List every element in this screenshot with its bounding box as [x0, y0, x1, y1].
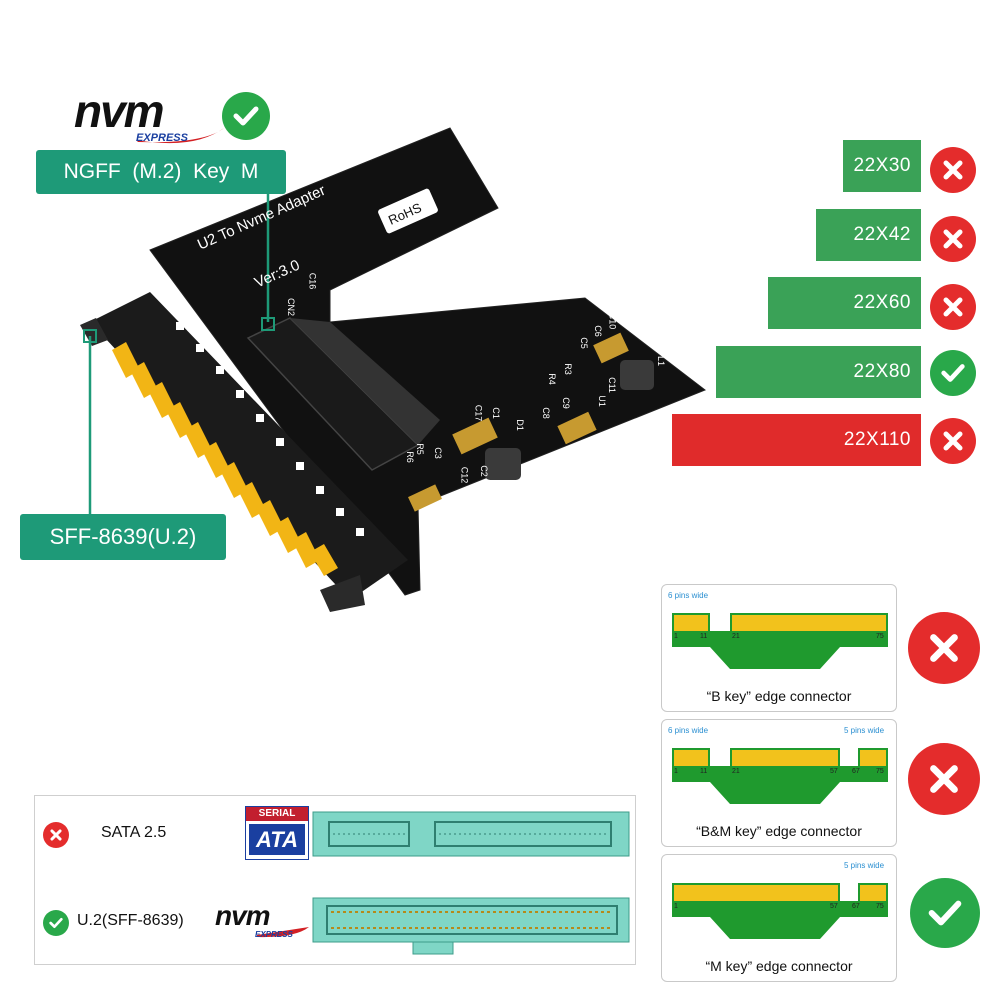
pin-number: 21 — [732, 768, 740, 775]
pin-number: 57 — [830, 768, 838, 775]
nvme-logo-express: EXPRESS — [136, 132, 188, 144]
sff-badge-text: SFF-8639(U.2) — [49, 524, 197, 549]
silk-u1: U1 — [596, 395, 607, 407]
x-icon — [930, 284, 976, 330]
pins-right-label: 5 pins wide — [844, 726, 885, 735]
serial-ata-logo: SERIAL ATA — [245, 806, 309, 860]
pins-left-label: 6 pins wide — [668, 591, 709, 600]
nvme-small-text: nvm — [215, 900, 271, 931]
pin-number: 75 — [876, 633, 884, 640]
size-card-22x60: 22X60 — [768, 277, 921, 329]
nvme-logo-text: nvm — [74, 85, 165, 137]
pin-number: 1 — [674, 903, 678, 910]
x-icon — [908, 612, 980, 684]
nvme-logo: nvm EXPRESS — [74, 88, 224, 148]
silk-r4: R4 — [546, 373, 557, 385]
sata-connector-diagram — [312, 811, 630, 857]
silk-c12: C12 — [459, 466, 470, 484]
size-label: 22X110 — [843, 429, 911, 450]
silk-r6: R6 — [404, 451, 415, 463]
silk-c11: C11 — [606, 377, 617, 393]
silk-l2: L2 — [496, 487, 507, 499]
check-icon — [930, 350, 976, 396]
x-icon — [930, 418, 976, 464]
silk-c2: C2 — [478, 465, 489, 477]
u2-connector-housing — [90, 292, 408, 600]
silk-c3: C3 — [432, 447, 443, 459]
x-icon — [930, 147, 976, 193]
nvme-swoosh-icon — [257, 927, 309, 938]
serial-ata-logo-top: SERIAL — [246, 807, 308, 821]
b-key-panel: 6 pins wide 1 11 21 75 “B key” edge conn… — [661, 584, 897, 712]
pin-number: 11 — [700, 768, 708, 775]
m-key-panel: 5 pins wide 1 57 67 75 “M key” edge conn… — [661, 854, 897, 982]
silk-c14: C14 — [439, 512, 450, 530]
check-icon — [910, 878, 980, 948]
bm-key-edge-connector — [672, 748, 888, 804]
pin-number: 67 — [852, 903, 860, 910]
size-label: 22X60 — [853, 292, 911, 313]
connector-caption: “B key” edge connector — [706, 688, 852, 704]
pin-number: 75 — [876, 903, 884, 910]
silk-l1: L1 — [656, 355, 667, 367]
b-key-edge-connector — [672, 613, 888, 669]
size-card-22x110: 22X110 — [672, 414, 921, 466]
pin-number: 11 — [700, 633, 708, 640]
pins-left-label: 6 pins wide — [668, 726, 709, 735]
check-icon — [222, 92, 270, 140]
silk-c6: C6 — [592, 325, 603, 337]
pins-right-label: 5 pins wide — [844, 861, 885, 870]
x-icon — [43, 822, 69, 848]
check-icon — [43, 910, 69, 936]
sata-label: SATA 2.5 — [101, 824, 167, 841]
size-card-22x30: 22X30 — [843, 140, 921, 192]
silk-c13: C13 — [423, 520, 434, 538]
u2-connector-diagram — [312, 897, 630, 955]
silk-c10: C10 — [607, 312, 618, 330]
u2-gold-pins — [112, 342, 338, 576]
board-pin-holes — [176, 322, 364, 536]
pin-number: 21 — [732, 633, 740, 640]
interface-panel: SATA 2.5 SERIAL ATA U.2(SFF-8639) nvm EX… — [34, 795, 636, 965]
silk-r5: R5 — [414, 443, 425, 455]
u2-label: U.2(SFF-8639) — [77, 912, 184, 929]
connector-caption: “B&M key” edge connector — [696, 823, 862, 839]
m-key-edge-connector — [672, 883, 888, 939]
silk-u2: U2 — [450, 503, 461, 515]
x-icon — [908, 743, 980, 815]
size-card-22x42: 22X42 — [816, 209, 921, 261]
size-label: 22X80 — [853, 361, 911, 382]
ngff-badge-text: NGFF (M.2) Key M — [63, 160, 259, 183]
silk-c17: C17 — [473, 404, 484, 422]
size-label: 22X42 — [853, 224, 911, 245]
silk-c9: C9 — [560, 397, 571, 409]
silk-d1: D1 — [514, 419, 525, 431]
serial-ata-logo-main: ATA — [249, 824, 305, 855]
silk-cn2: CN2 — [286, 297, 297, 317]
pin-number: 67 — [852, 768, 860, 775]
pcb-board — [149, 127, 707, 596]
nvme-logo-small: nvm EXPRESS — [215, 902, 315, 946]
silk-r3: R3 — [562, 363, 573, 375]
size-card-22x80: 22X80 — [716, 346, 921, 398]
pin-number: 1 — [674, 633, 678, 640]
ngff-key-m-badge: NGFF (M.2) Key M — [36, 150, 286, 194]
silk-c5: C5 — [578, 337, 589, 349]
silk-c1: C1 — [490, 407, 501, 419]
connector-caption: “M key” edge connector — [705, 958, 853, 974]
pin-number: 57 — [830, 903, 838, 910]
x-icon — [930, 216, 976, 262]
sff-8639-badge: SFF-8639(U.2) — [20, 514, 226, 560]
pin-number: 1 — [674, 768, 678, 775]
nvme-swoosh-icon — [136, 128, 224, 144]
silk-c8: C8 — [540, 407, 551, 419]
silk-c16: C16 — [307, 272, 318, 290]
pin-number: 75 — [876, 768, 884, 775]
bm-key-panel: 6 pins wide 5 pins wide 1 11 21 57 67 75… — [661, 719, 897, 847]
nvme-small-express: EXPRESS — [255, 930, 293, 939]
size-label: 22X30 — [853, 155, 911, 176]
